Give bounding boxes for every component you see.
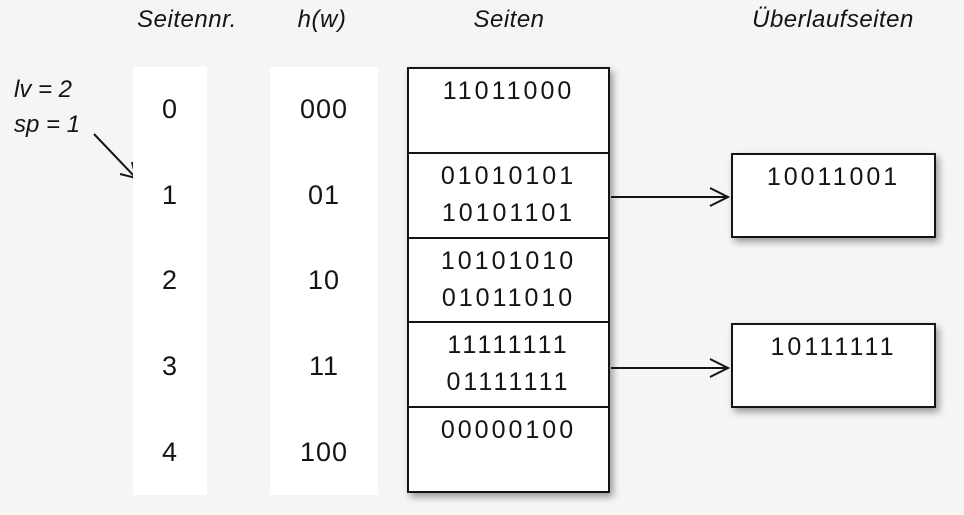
column-header-hash-function: h(w) <box>297 6 347 33</box>
bucket-entry: 10101101 <box>441 198 576 227</box>
page-bucket-4: 00000100 <box>409 408 608 491</box>
split-pointer-value: sp = 1 <box>14 111 81 138</box>
overflow-link-arrow-bucket-3 <box>611 358 731 378</box>
bucket-entry <box>409 449 608 486</box>
overflow-entry: 10111111 <box>770 333 897 361</box>
overflow-link-arrow-bucket-1 <box>611 187 731 207</box>
hash-prefix: 10 <box>307 265 341 296</box>
level-value: lv = 2 <box>14 76 73 103</box>
column-header-ueberlaufseiten: Überlaufseiten <box>752 6 914 33</box>
overflow-page-bucket-1: 10011001 <box>731 153 936 238</box>
hash-prefix: 11 <box>308 351 340 382</box>
overflow-page-bucket-3: 10111111 <box>731 323 936 408</box>
page-bucket-2: 10101010 01011010 <box>409 239 608 324</box>
bucket-entry: 10101010 <box>440 246 577 275</box>
state-annotation: lv = 2 sp = 1 <box>14 72 80 142</box>
page-number: 1 <box>161 179 179 210</box>
page-number: 3 <box>161 351 179 382</box>
page-bucket-1: 01010101 10101101 <box>409 154 608 239</box>
hash-prefix: 000 <box>299 94 349 125</box>
column-header-seiten: Seiten <box>473 6 545 33</box>
bucket-entry: 01011010 <box>441 283 576 312</box>
hash-prefix: 01 <box>307 179 341 210</box>
bucket-entry: 01010101 <box>440 161 577 190</box>
hash-prefix-column: 000 01 10 11 100 <box>270 67 378 495</box>
page-number: 2 <box>161 265 179 296</box>
bucket-entry: 11011000 <box>442 77 575 105</box>
page-bucket-3: 11111111 01111111 <box>409 323 608 409</box>
pages-table: 11011000 01010101 10101101 10101010 0101… <box>407 67 610 493</box>
column-header-seitennr: Seitennr. <box>137 6 237 33</box>
page-number: 0 <box>161 94 179 125</box>
page-number-column: 0 1 2 3 4 <box>133 67 207 495</box>
page-number: 4 <box>161 436 179 467</box>
bucket-entry: 01111111 <box>446 368 571 397</box>
hash-prefix: 100 <box>299 436 349 467</box>
bucket-entry <box>409 110 608 147</box>
page-bucket-0: 11011000 <box>409 69 608 154</box>
bucket-entry: 00000100 <box>440 416 577 445</box>
overflow-entry: 10011001 <box>766 163 901 191</box>
bucket-entry: 11111111 <box>447 331 570 360</box>
